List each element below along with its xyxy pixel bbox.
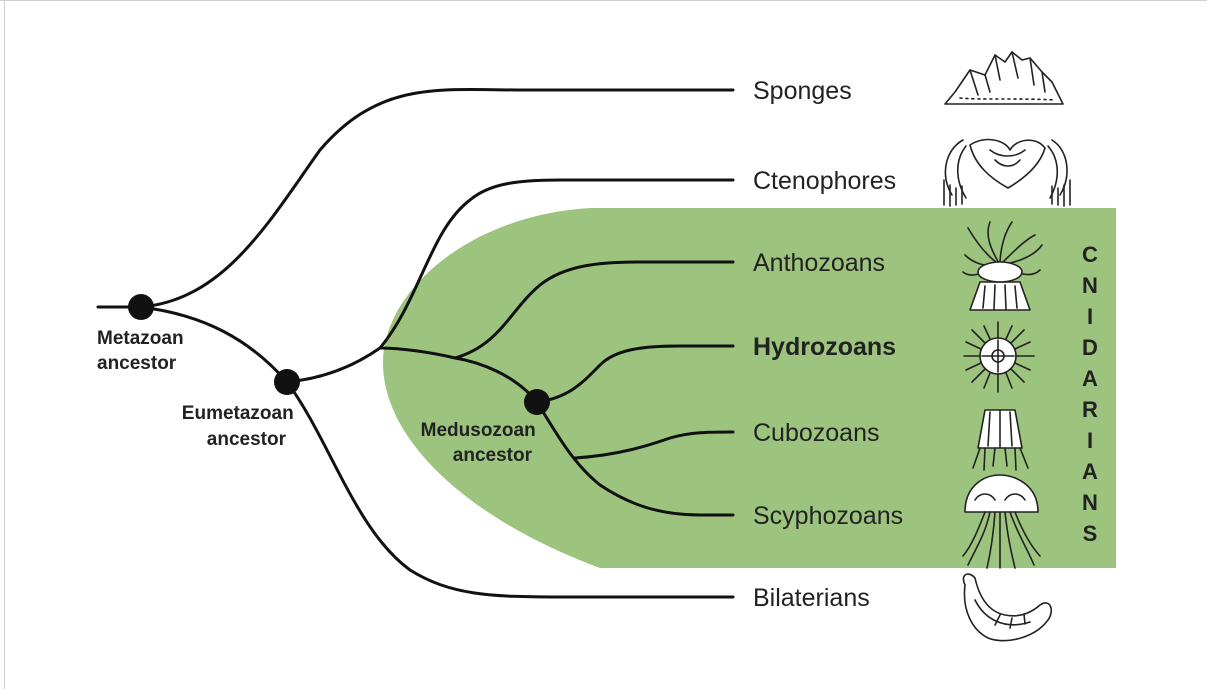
cnidarians-letter: A: [1082, 459, 1098, 484]
metazoan-ancestor-node: [128, 294, 154, 320]
metazoan-label-line2: ancestor: [97, 353, 177, 374]
cnidarians-letter: S: [1083, 521, 1098, 546]
metazoan-label-line1: Metazoan: [97, 328, 184, 349]
cnidarians-letter: N: [1082, 273, 1098, 298]
hydrozoans-label: Hydrozoans: [753, 333, 896, 361]
cnidarians-letter: I: [1087, 428, 1093, 453]
scyphozoans-label: Scyphozoans: [753, 502, 903, 530]
ctenophore-icon: [944, 140, 1070, 206]
cnidarians-letter: N: [1082, 490, 1098, 515]
eumetazoan-label-line2: ancestor: [207, 429, 287, 450]
cnidarians-letter: I: [1087, 304, 1093, 329]
medusozoan-label-line2: ancestor: [453, 445, 533, 466]
cnidarians-letter: C: [1082, 242, 1098, 267]
sponge-icon: [945, 52, 1063, 104]
cnidarians-letter: A: [1082, 366, 1098, 391]
medusozoan-ancestor-node: [524, 389, 550, 415]
metazoan-ancestor-label: Metazoan ancestor: [97, 328, 189, 374]
eumetazoan-label-line1: Eumetazoan: [182, 403, 294, 424]
sponges-label: Sponges: [753, 77, 852, 105]
cnidarians-letter: D: [1082, 335, 1098, 360]
cubozoans-label: Cubozoans: [753, 419, 879, 447]
eumetazoan-ancestor-node: [274, 369, 300, 395]
medusozoan-label-line1: Medusozoan: [421, 420, 536, 441]
cnidarians-letter: R: [1082, 397, 1098, 422]
anthozoans-label: Anthozoans: [753, 249, 885, 277]
bilaterians-label: Bilaterians: [753, 584, 870, 612]
worm-icon: [963, 574, 1051, 641]
eumetazoan-ancestor-label: Eumetazoan ancestor: [182, 403, 299, 450]
ctenophores-label: Ctenophores: [753, 167, 896, 195]
eumetazoan-to-cnidarian-stem: [287, 348, 380, 382]
